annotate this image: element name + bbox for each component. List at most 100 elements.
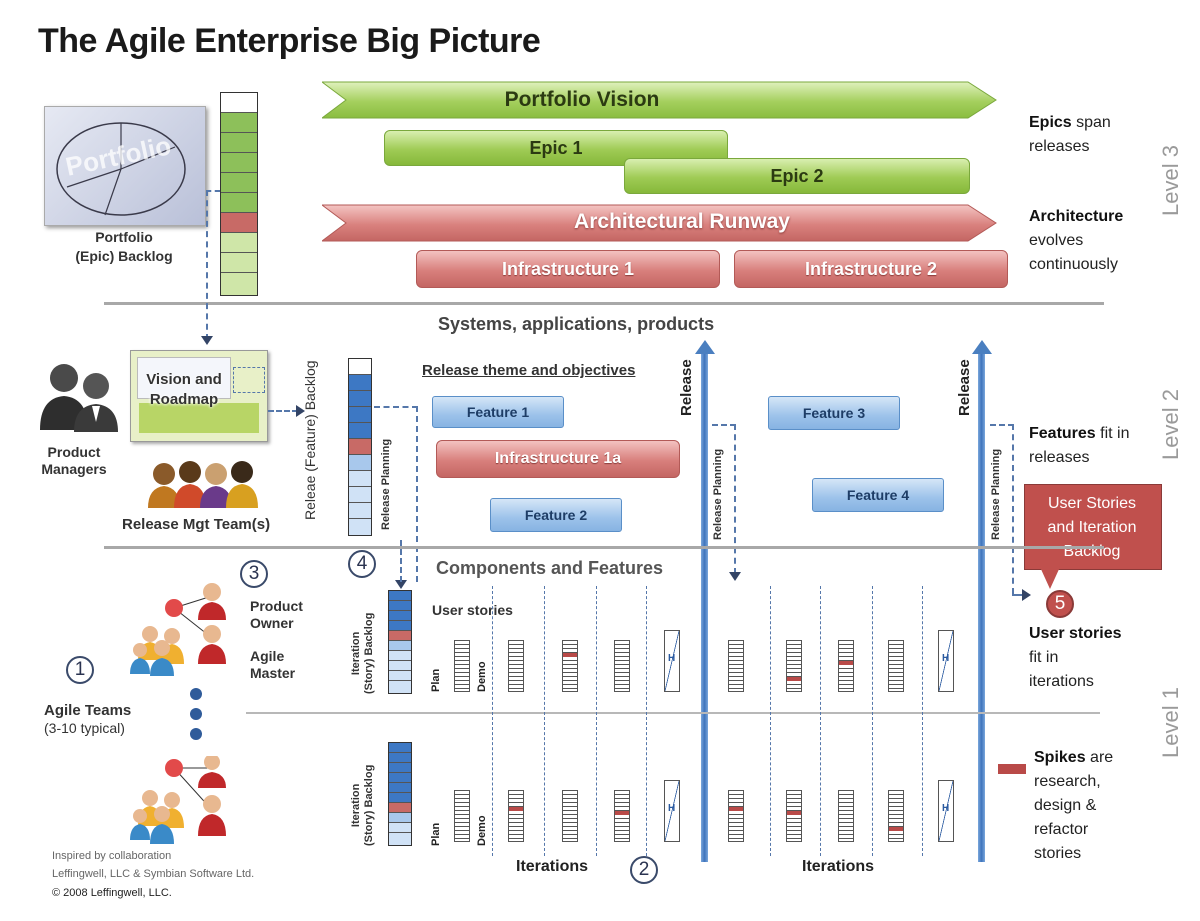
level-2-label: Level 2 xyxy=(1158,389,1183,460)
iteration-backlog-label-2: Iteration (Story) Backlog xyxy=(350,764,375,846)
iteration-stack xyxy=(614,640,630,692)
agile-teams-sub: (3-10 typical) xyxy=(44,720,125,736)
user-stories-label: User stories xyxy=(432,602,513,618)
iter-sep-3 xyxy=(596,586,597,856)
spikes-note: Spikes are research, design & refactor s… xyxy=(1034,746,1113,866)
us-note-line3: iterations xyxy=(1029,673,1094,690)
spikes-note-bold: Spikes xyxy=(1034,749,1086,766)
iter-sep-4 xyxy=(646,586,647,856)
infrastructure-2-bar: Infrastructure 2 xyxy=(734,250,1008,288)
hardening-box: H xyxy=(664,780,680,842)
release-arrowhead-2 xyxy=(972,340,992,354)
spikes-note-line4: refactor xyxy=(1034,821,1089,838)
features-note: Features fit in releases xyxy=(1029,422,1130,470)
spikes-note-line3: design & xyxy=(1034,797,1097,814)
iter-sep-1 xyxy=(492,586,493,856)
iterations-label-1: Iterations xyxy=(516,858,589,875)
release-arrow-1 xyxy=(701,350,708,862)
arrowhead xyxy=(201,336,213,345)
pie-icon xyxy=(56,122,186,216)
callout-text: User Stories and Iteration Backlog xyxy=(1047,495,1137,560)
feature-4-bar: Feature 4 xyxy=(812,478,944,512)
rp3-h xyxy=(990,424,1014,426)
iteration-stack xyxy=(508,640,524,692)
vision-arrow xyxy=(268,410,298,412)
plan-label-2: Plan xyxy=(430,822,442,846)
spikes-note-rest: are xyxy=(1085,749,1114,766)
credits-line2: Leffingwell, LLC & Symbian Software Ltd. xyxy=(52,868,255,880)
release-arrow-2 xyxy=(978,350,985,862)
iteration-stack xyxy=(728,790,744,842)
release-mgt-label: Release Mgt Team(s) xyxy=(122,516,271,533)
teams-divider xyxy=(246,712,1100,714)
portfolio-backlog-stack xyxy=(220,92,258,296)
hardening-h: H xyxy=(942,803,950,814)
rp2-arrowhead xyxy=(729,572,741,581)
callout-tail xyxy=(1040,567,1060,589)
us-note-bold: User stories xyxy=(1029,625,1122,642)
iteration-stack xyxy=(888,790,904,842)
release-plan-down-2 xyxy=(400,540,402,582)
iteration-stack xyxy=(508,790,524,842)
iteration-stack xyxy=(454,640,470,692)
vision-roadmap-doc xyxy=(130,350,268,442)
hardening-box: H xyxy=(938,630,954,692)
hardening-h: H xyxy=(668,803,676,814)
rp2-v xyxy=(734,424,736,574)
iteration-backlog-stack-2 xyxy=(388,742,412,846)
demo-label-1: Demo xyxy=(476,661,488,692)
release-planning-label-3: Release Planning xyxy=(990,448,1002,540)
level3-divider xyxy=(104,302,1104,305)
release-backlog-label: Releae (Feature) Backlog xyxy=(302,360,318,520)
infrastructure-1a-bar: Infrastructure 1a xyxy=(436,440,680,478)
hardening-h: H xyxy=(942,653,950,664)
portfolio-vision-arrow xyxy=(322,81,997,119)
agile-team-icon-2 xyxy=(130,756,226,844)
architecture-note-line2: evolves xyxy=(1029,232,1084,249)
epics-note-bold: Epics xyxy=(1029,114,1072,131)
epics-note-rest: span xyxy=(1071,114,1111,131)
dots-icon xyxy=(190,688,202,740)
level-3-label: Level 3 xyxy=(1158,145,1183,216)
rp3-arrowhead xyxy=(1022,589,1031,601)
release-planning-label-1: Release Planning xyxy=(380,438,392,530)
release-plan-connector xyxy=(374,406,418,408)
iteration-stack xyxy=(888,640,904,692)
iterations-label-2: Iterations xyxy=(802,858,875,875)
release-arrowhead-1 xyxy=(695,340,715,354)
iteration-stack xyxy=(562,640,578,692)
hardening-box: H xyxy=(664,630,680,692)
iteration-stack xyxy=(838,640,854,692)
iteration-stack xyxy=(454,790,470,842)
features-note-bold: Features xyxy=(1029,425,1096,442)
plan-label-1: Plan xyxy=(430,668,442,692)
features-note-rest: fit in xyxy=(1095,425,1130,442)
portfolio-vision-label: Portfolio Vision xyxy=(504,88,660,111)
epics-note-line2: releases xyxy=(1029,138,1090,155)
hardening-h: H xyxy=(668,653,676,664)
iteration-stack xyxy=(838,790,854,842)
feature-1-bar: Feature 1 xyxy=(432,396,564,428)
circle-5: 5 xyxy=(1046,590,1074,618)
product-managers-label: Product Managers xyxy=(41,444,107,477)
architecture-note-line3: continuously xyxy=(1029,256,1118,273)
page-title: The Agile Enterprise Big Picture xyxy=(38,22,541,60)
release-team-icon xyxy=(148,461,258,508)
spike-swatch xyxy=(998,764,1026,774)
vision-arrowhead xyxy=(296,405,305,417)
circle-3: 3 xyxy=(240,560,268,588)
iteration-stack xyxy=(562,790,578,842)
epics-note: Epics span releases xyxy=(1029,111,1111,159)
rp3-h2 xyxy=(1012,594,1024,596)
product-managers-icon xyxy=(40,364,118,432)
architecture-note-bold: Architecture xyxy=(1029,208,1124,225)
iter-sep-2 xyxy=(544,586,545,856)
rp-arrowhead xyxy=(395,580,407,589)
systems-heading: Systems, applications, products xyxy=(438,314,715,334)
iter-sep-7 xyxy=(872,586,873,856)
iteration-stack xyxy=(786,640,802,692)
architectural-runway-arrow xyxy=(322,204,997,242)
spikes-note-line2: research, xyxy=(1034,773,1101,790)
agile-master-label: Agile Master xyxy=(250,648,296,681)
release-plan-down xyxy=(416,406,418,582)
